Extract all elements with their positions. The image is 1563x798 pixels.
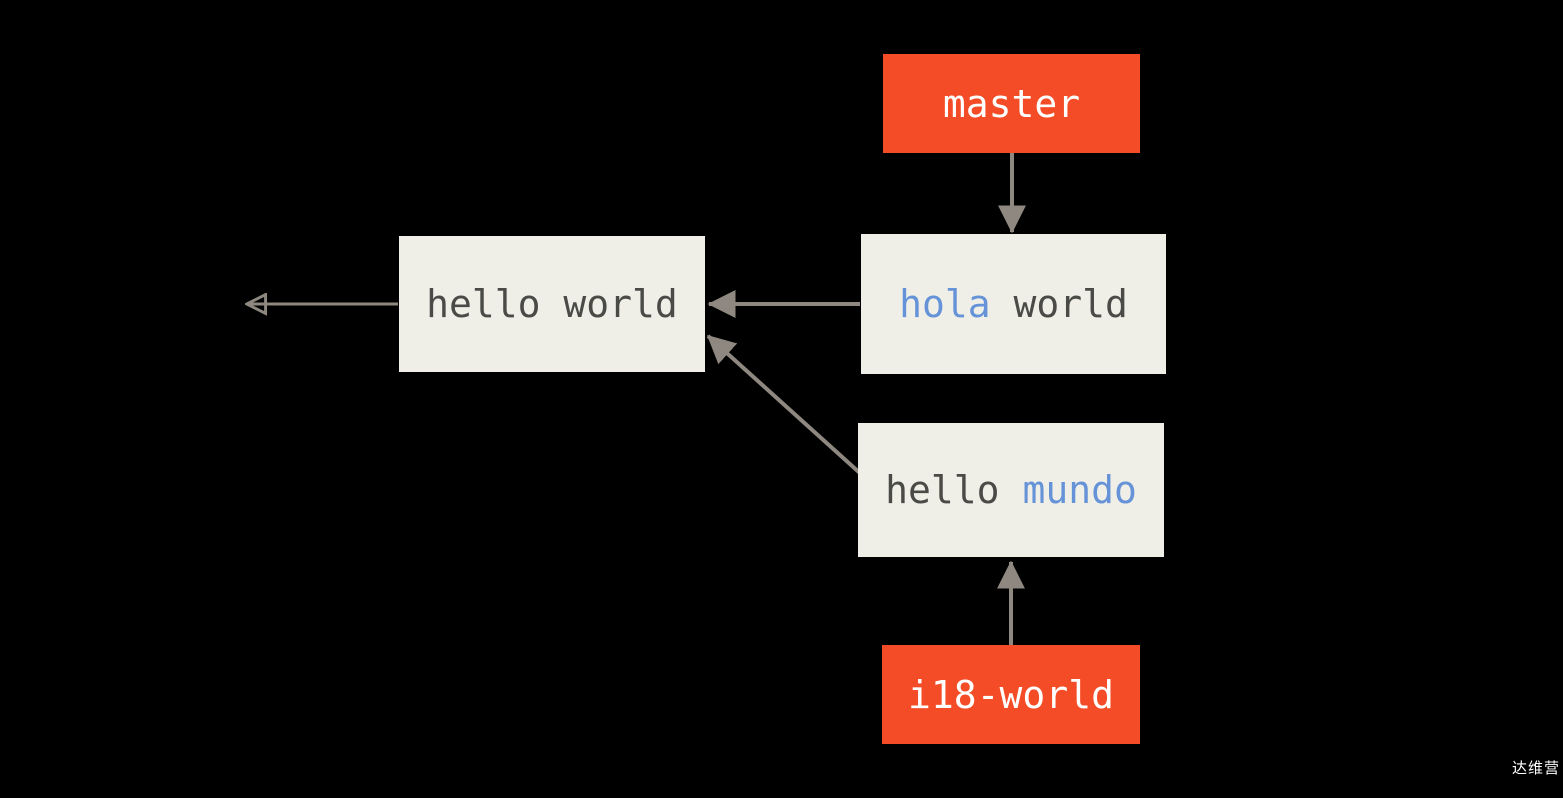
branch-label-master[interactable]: master xyxy=(883,54,1140,153)
edge-hello-mundo-to-hello-world xyxy=(706,334,863,476)
commit-node-hello-world[interactable]: hello world xyxy=(399,236,705,372)
branch-label-i18-world[interactable]: i18-world xyxy=(882,645,1140,744)
commit-node-hello-mundo-plain: hello xyxy=(885,468,1023,512)
branch-label-i18-world-text: i18-world xyxy=(908,672,1114,717)
commit-node-hola-world-highlight: hola xyxy=(899,282,991,326)
branch-label-master-text: master xyxy=(942,81,1081,126)
commit-node-hello-mundo[interactable]: hello mundo xyxy=(858,423,1164,557)
commit-node-hola-world[interactable]: hola world xyxy=(861,234,1166,374)
commit-node-hola-world-plain: world xyxy=(990,282,1128,326)
watermark: 达维营 xyxy=(1512,759,1561,777)
commit-node-hello-world-text: hello world xyxy=(426,282,678,326)
commit-node-hello-mundo-highlight: mundo xyxy=(1022,468,1137,512)
